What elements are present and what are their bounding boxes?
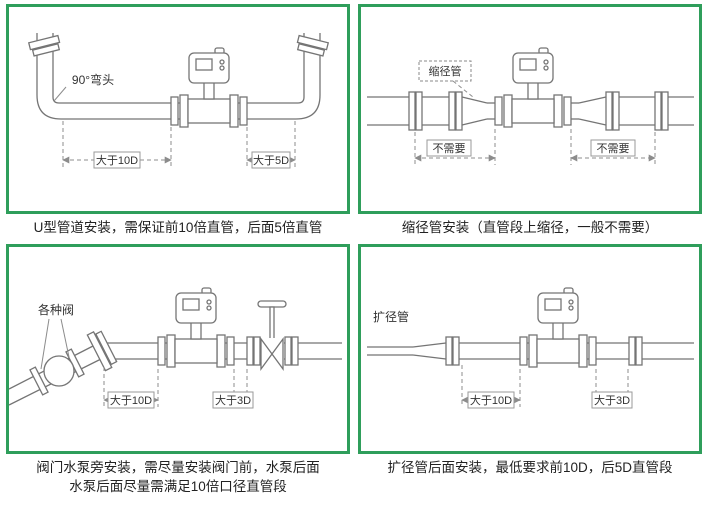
dim-left-text: 不需要	[433, 142, 466, 155]
reducer-label: 缩径管	[418, 60, 474, 98]
reducer-label-text: 缩径管	[429, 64, 462, 78]
panel-reducer: 缩径管 不需要 不需要 缩径管安装（直管段上缩径，一般不需要）	[358, 4, 702, 240]
dim-right-text: 不需要	[597, 142, 630, 155]
dimension-left: 大于10D	[103, 366, 159, 409]
junction-flange	[86, 330, 118, 372]
dimension-right: 大于5D	[246, 121, 296, 169]
flowmeter-icon	[494, 47, 572, 128]
elbow-label-text: 90°弯头	[72, 72, 114, 87]
caption-u-pipe: U型管道安装，需保证前10倍直管，后面5倍直管	[33, 220, 323, 235]
dimension-left: 大于10D	[62, 121, 172, 169]
dimension-right: 不需要	[570, 129, 656, 165]
panel-expander-frame: 扩径管 大于10D 大于3D	[358, 243, 702, 454]
panel-expander: 扩径管 大于10D 大于3D 扩径管后面安装，最低要求前10D	[358, 243, 702, 499]
dimension-left: 大于10D	[461, 364, 521, 409]
flowmeter-icon	[170, 47, 248, 128]
panel-reducer-frame: 缩径管 不需要 不需要	[358, 4, 702, 214]
diagram-reducer: 缩径管 不需要 不需要	[367, 47, 694, 165]
panel-u-pipe-frame: 90°弯头 大于10D 大于5D	[6, 4, 350, 214]
expander-label: 扩径管	[373, 309, 409, 324]
elbow-label: 90°弯头	[53, 72, 114, 102]
expander-label-text: 扩径管	[373, 309, 409, 324]
dim-left-text: 大于10D	[470, 393, 512, 407]
flowmeter-icon	[519, 287, 597, 368]
caption-valves: 阀门水泵旁安装，需尽量安装阀门前，水泵后面 水泵后面尽量需满足10倍口径直管段	[36, 459, 320, 494]
dim-left-text: 大于10D	[110, 393, 152, 407]
dim-right-text: 大于5D	[253, 153, 289, 167]
dimension-left: 不需要	[414, 129, 496, 165]
gate-valve	[246, 300, 299, 371]
ball-valve	[29, 348, 85, 396]
dimension-right: 大于3D	[591, 368, 633, 409]
diagram-valves: 各种阀 大于10D 大于3D	[9, 287, 342, 409]
pipe-flanges	[408, 91, 669, 131]
left-top-flange	[27, 34, 61, 57]
dim-right-text: 大于3D	[215, 393, 251, 407]
dim-left-text: 大于10D	[96, 153, 138, 167]
right-top-flange	[296, 34, 330, 57]
panel-valves-frame: 各种阀 大于10D 大于3D	[6, 243, 350, 454]
valves-label-text: 各种阀	[38, 302, 74, 317]
caption-reducer: 缩径管安装（直管段上缩径，一般不需要）	[401, 220, 659, 235]
caption-expander: 扩径管后面安装，最低要求前10D，后5D直管段	[387, 459, 673, 475]
dimension-right: 大于3D	[212, 368, 254, 409]
panel-valves: 各种阀 大于10D 大于3D 阀门水泵旁安装，需尽量安装阀门前	[6, 243, 350, 499]
valves-label: 各种阀	[38, 302, 74, 369]
pipe-flanges	[445, 336, 643, 366]
panel-u-pipe: 90°弯头 大于10D 大于5D U型管道安装，需保证前10倍	[6, 4, 350, 240]
diagram-expander: 扩径管 大于10D 大于3D	[367, 287, 694, 409]
flowmeter-icon	[157, 287, 235, 368]
diagram-u-pipe: 90°弯头 大于10D 大于5D	[27, 33, 330, 169]
dim-right-text: 大于3D	[594, 393, 630, 407]
